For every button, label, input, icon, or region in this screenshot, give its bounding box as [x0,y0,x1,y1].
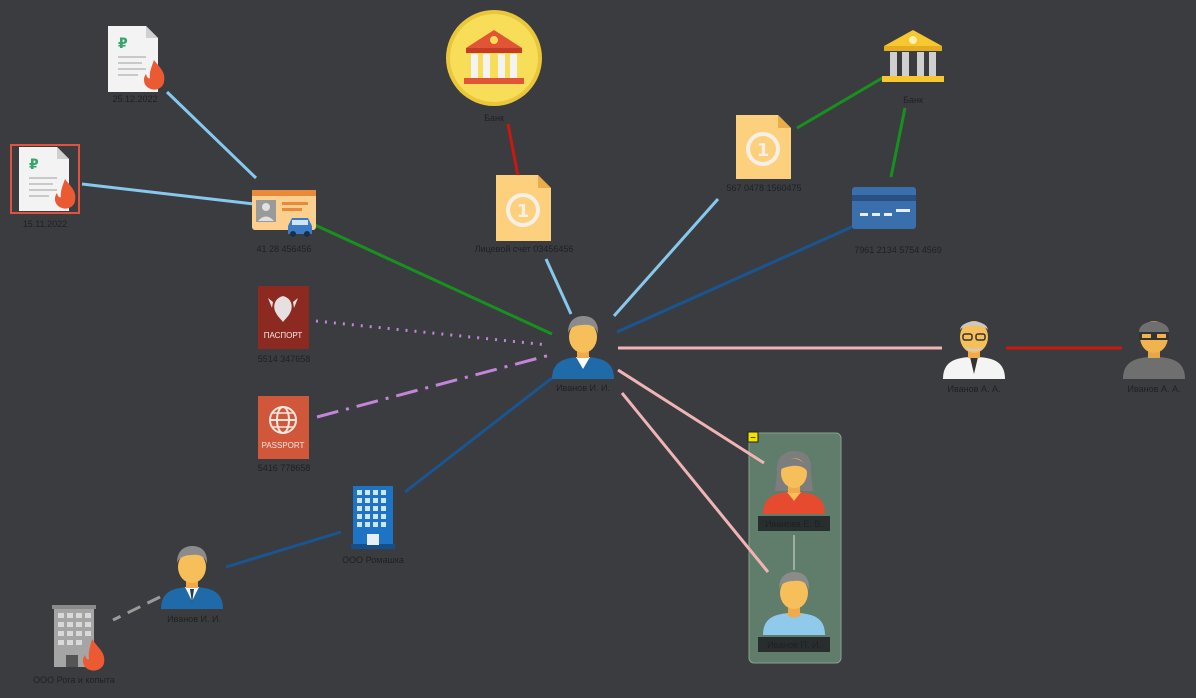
bank-coin-icon [446,10,542,106]
node-license[interactable]: 41 28 456456 [252,190,316,254]
node-doc-top[interactable]: ₽ 25.12.2022 [108,26,165,104]
edge-account-right-bank[interactable] [796,75,885,130]
edge-office-center[interactable] [404,376,553,494]
node-passport-intl[interactable]: PASSPORT 5416 778658 [258,396,311,473]
label-doc-left: 15.11.2022 [23,219,67,229]
person-woman-icon [763,451,825,514]
group-collapse-button[interactable] [747,431,759,443]
label-center-person: Иванов И. И. [556,383,610,393]
selection-frame [10,144,80,214]
node-account-doc-right[interactable]: 1 567 0478 1560475 [726,115,802,193]
edge-card-center[interactable] [616,224,855,334]
label-account-doc-right: 567 0478 1560475 [726,183,801,193]
edge-doc-left-license[interactable] [81,182,255,206]
edge-license-center[interactable] [314,223,553,336]
ruble-document-fire-icon: ₽ [19,147,76,211]
node-bank-right[interactable]: Банк [882,30,944,105]
node-doc-left[interactable]: ₽ 15.11.2022 [10,144,80,229]
edges [81,75,1122,622]
bank-building-icon [882,30,944,82]
label-bottom-person: Иванов И. И. [167,614,221,624]
node-woman[interactable]: Иванова Е. В. [758,451,830,531]
edge-bottom-person-building[interactable] [112,595,161,622]
label-bank-coin: Банк [484,113,504,123]
label-doc-top: 25.12.2022 [112,94,157,104]
node-young-man[interactable]: Иванов П. И. [758,572,830,652]
label-passport-intl: 5416 778658 [258,463,311,473]
svg-text:₽: ₽ [118,36,128,52]
coin-document-icon: 1 [736,115,791,179]
person-masked-icon [1123,321,1185,379]
label-masked-man: Иванов А. А. [1128,384,1181,394]
driver-license-car-icon [252,190,316,237]
edge-bank-card[interactable] [889,107,907,178]
label-woman: Иванова Е. В. [765,519,823,529]
svg-text:1: 1 [757,140,770,161]
label-passport-ru: 5514 347658 [258,354,311,364]
label-bg-young-man [758,637,830,652]
edge-doc-top-license[interactable] [165,90,258,180]
coin-document-icon: 1 [496,175,551,241]
node-center-person[interactable]: Иванов И. И. [552,316,614,393]
passport-ru-badge: ПАСПОРТ [264,331,303,340]
svg-text:1: 1 [517,201,530,222]
node-bank-coin[interactable]: Банк [446,10,542,123]
label-young-man: Иванов П. И. [767,640,821,650]
label-office: ООО Ромашка [342,555,404,565]
person-old-man-icon [943,321,1005,379]
node-office[interactable]: ООО Ромашка [342,486,404,565]
label-bankrupt-building: ООО Рога и копыта [33,675,115,685]
label-license: 41 28 456456 [256,244,311,254]
label-bg-woman [758,516,830,531]
credit-card-icon [852,187,916,229]
ruble-document-fire-icon: ₽ [108,26,165,92]
group-collapse-label: − [750,433,756,444]
edge-bank-coin-account[interactable] [506,123,520,177]
person-man-icon [552,316,614,379]
label-card: 7961 2134 5754 4569 [854,245,942,255]
person-young-icon [763,572,825,635]
label-bank-right: Банк [903,95,923,105]
person-man-icon [161,546,223,609]
node-bottom-person[interactable]: Иванов И. И. [161,546,223,624]
edge-office-bottom-person[interactable] [225,530,342,569]
passport-intl-badge: PASSPORT [262,441,305,450]
edge-account-right-center[interactable] [612,198,720,317]
node-card[interactable]: 7961 2134 5754 4569 [852,187,942,255]
building-fire-icon [52,605,105,671]
edge-center-woman[interactable] [617,368,765,465]
passport-international-icon: PASSPORT [258,396,309,459]
label-account-doc: Лицевой счет 03456456 [475,244,574,254]
edge-account-center[interactable] [544,258,573,315]
node-masked-man[interactable]: Иванов А. А. [1123,321,1185,394]
label-old-man: Иванов А. А. [948,384,1001,394]
passport-russia-icon: ПАСПОРТ [258,286,309,349]
svg-text:₽: ₽ [29,157,39,173]
node-bankrupt-building[interactable]: ООО Рога и копыта [33,605,115,685]
node-passport-ru[interactable]: ПАСПОРТ 5514 347658 [258,286,311,364]
node-account-doc[interactable]: 1 Лицевой счет 03456456 [475,175,574,254]
edge-center-young-man[interactable] [620,392,770,573]
node-old-man[interactable]: Иванов А. А. [943,321,1005,394]
office-building-icon [351,486,395,549]
edge-passport-ru-center[interactable] [315,319,549,347]
